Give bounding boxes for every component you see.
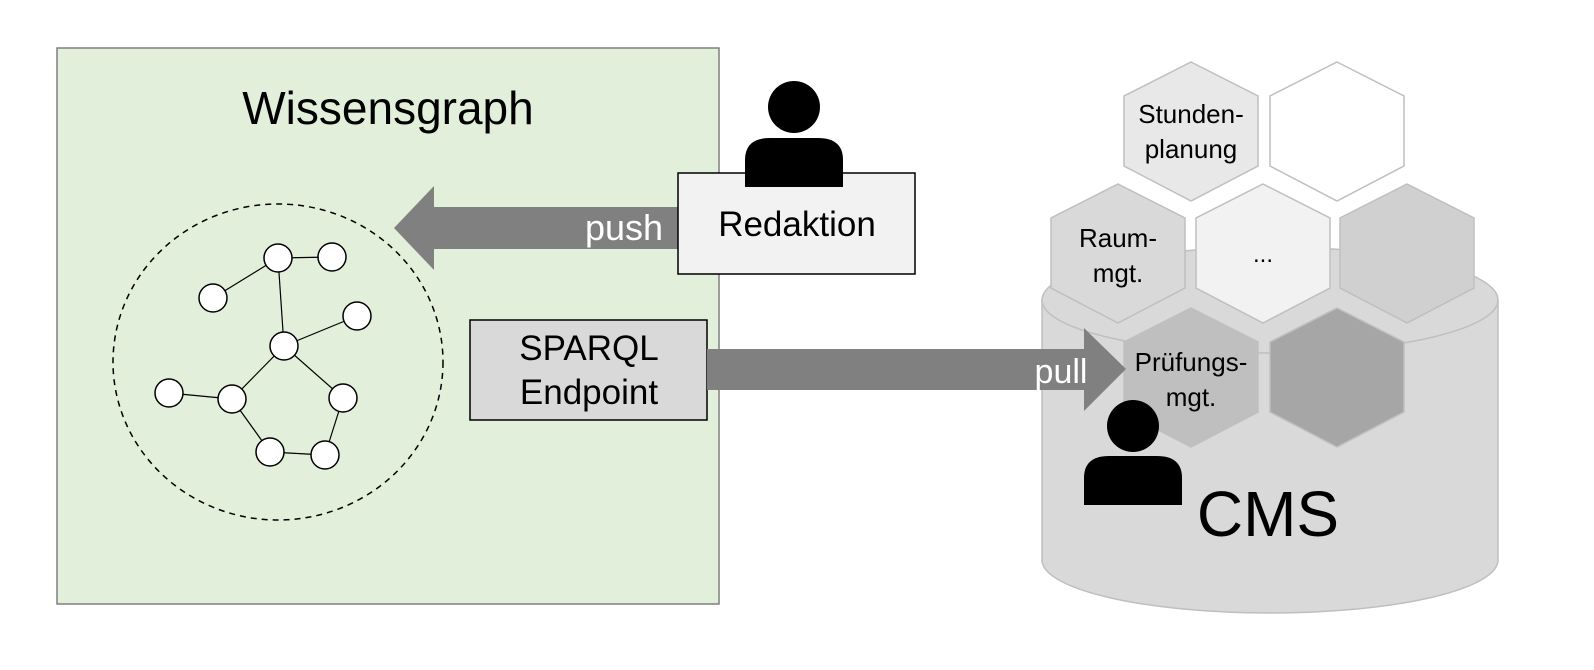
- module-hexagons: [1050, 61, 1475, 448]
- editorial-label: Redaktion: [718, 205, 876, 244]
- graph-node: [317, 242, 347, 272]
- module-stundenplanung-line1: Stunden-: [1138, 99, 1244, 129]
- pull-label: pull: [1035, 353, 1088, 391]
- cms-person-icon: [1084, 400, 1182, 505]
- sparql-endpoint: SPARQL Endpoint: [469, 319, 708, 421]
- sparql-line2: Endpoint: [520, 373, 658, 412]
- graph-node: [269, 331, 299, 361]
- push-arrow: push: [394, 186, 678, 270]
- hex-ellipsis: [1195, 183, 1331, 324]
- hex-gray-right: [1339, 183, 1475, 324]
- graph-node: [154, 378, 184, 408]
- pull-arrow: pull: [707, 328, 1126, 411]
- hex-pruefung: [1123, 307, 1259, 448]
- push-label: push: [585, 207, 663, 248]
- pull-arrow-shape: [707, 328, 1126, 411]
- module-raum-line1: Raum-: [1079, 223, 1157, 253]
- graph-node: [328, 383, 358, 413]
- hex-empty-top: [1269, 61, 1405, 202]
- hex-dark: [1269, 307, 1405, 448]
- push-arrow-shape: [394, 186, 678, 270]
- graph-nodes: [154, 242, 372, 470]
- module-ellipsis: ...: [1253, 241, 1273, 268]
- graph-node: [342, 301, 372, 331]
- editor-person-icon: [745, 81, 843, 187]
- sparql-box: [469, 319, 708, 421]
- sparql-line1: SPARQL: [519, 329, 658, 368]
- graph-node: [310, 440, 340, 470]
- hex-raum: [1050, 183, 1186, 324]
- graph-node: [217, 384, 247, 414]
- module-labels: Stunden- planung Raum- mgt. ... Prüfungs…: [1079, 99, 1273, 412]
- module-pruefung-line1: Prüfungs-: [1135, 347, 1248, 377]
- module-raum-line2: mgt.: [1093, 258, 1144, 288]
- cms-label: CMS: [1197, 478, 1339, 550]
- module-stundenplanung-line2: planung: [1145, 134, 1238, 164]
- graph-node: [263, 243, 293, 273]
- graph-boundary: [112, 203, 444, 521]
- editorial-box: [677, 172, 916, 275]
- editorial-group: Redaktion: [677, 81, 916, 275]
- knowledge-graph-title: Wissensgraph: [242, 82, 533, 134]
- graph-node: [198, 283, 228, 313]
- hex-stundenplanung: [1123, 61, 1259, 202]
- module-pruefung-line2: mgt.: [1166, 382, 1217, 412]
- graph-node: [255, 437, 285, 467]
